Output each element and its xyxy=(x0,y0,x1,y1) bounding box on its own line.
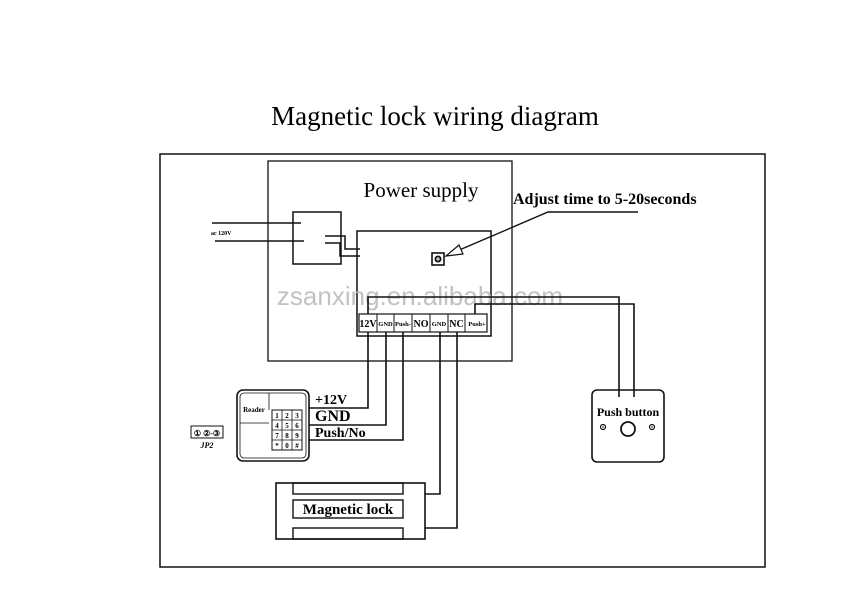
magnetic-lock-label-box xyxy=(292,499,404,519)
magnetic-lock-top-plate xyxy=(292,482,404,495)
magnetic-lock-label: Magnetic lock xyxy=(303,502,394,518)
wire-push-plus xyxy=(474,303,635,397)
power-supply: Power supply ac 120V 12V GND Push- xyxy=(211,160,513,362)
push-button-device: Push button xyxy=(591,389,665,463)
arrow-head-icon xyxy=(444,244,464,257)
push-button-label: Push button xyxy=(597,405,660,419)
wire-gnd-reader xyxy=(305,332,387,426)
terminal-no: NO xyxy=(414,319,429,330)
magnetic-lock-device: Magnetic lock xyxy=(275,482,426,540)
transformer-box xyxy=(292,211,342,265)
terminal-push-minus: Push- xyxy=(395,321,411,328)
key-5: 5 xyxy=(285,422,289,430)
terminal-block: 12V GND Push- NO GND NC Push+ xyxy=(358,313,488,333)
key-8: 8 xyxy=(285,432,289,440)
terminal-gnd: GND xyxy=(378,321,393,328)
adjust-arrow-line xyxy=(449,211,638,255)
outer-frame xyxy=(159,153,766,568)
card-reader: Reader 1 2 3 4 5 6 7 8 9 * 0 # xyxy=(236,389,310,462)
key-6: 6 xyxy=(295,422,299,430)
push-button-circle-icon xyxy=(620,421,636,437)
reader-label: Reader xyxy=(243,406,265,414)
key-4: 4 xyxy=(275,422,279,430)
wire-label-push-no: Push/No xyxy=(315,426,366,441)
power-supply-label: Power supply xyxy=(364,178,479,202)
ac-input-label: ac 120V xyxy=(211,231,232,237)
diagram-title: Magnetic lock wiring diagram xyxy=(271,101,599,131)
wire-gnd-lock xyxy=(425,332,441,495)
wire-12v-reader xyxy=(305,332,369,409)
jumper-label: JP2 xyxy=(200,441,214,450)
transformer-link-1 xyxy=(325,235,360,250)
key-hash: # xyxy=(295,442,299,450)
wire-label-12v: +12V xyxy=(315,393,347,408)
magnetic-lock-body xyxy=(275,482,426,540)
magnetic-lock-bottom-plate xyxy=(292,527,404,540)
key-star: * xyxy=(275,442,279,450)
terminal-nc: NC xyxy=(449,319,463,330)
key-2: 2 xyxy=(285,412,289,420)
jumper-pins: ① ②-③ xyxy=(194,429,220,438)
terminal-gnd-2: GND xyxy=(432,321,447,328)
reader-keypad: 1 2 3 4 5 6 7 8 9 * 0 # xyxy=(271,409,303,451)
terminal-strip xyxy=(358,313,488,333)
adjust-time-note: Adjust time to 5-20seconds xyxy=(513,191,697,208)
power-supply-enclosure xyxy=(267,160,513,362)
watermark: zsanxing.en.alibaba.com xyxy=(277,281,563,311)
jumper-jp2: ① ②-③ JP2 xyxy=(190,425,224,450)
key-1: 1 xyxy=(275,412,279,420)
key-9: 9 xyxy=(295,432,299,440)
key-0: 0 xyxy=(285,442,289,450)
terminal-12v: 12V xyxy=(359,319,377,330)
wire-label-gnd: GND xyxy=(315,408,351,425)
terminal-push-plus: Push+ xyxy=(468,321,486,328)
key-3: 3 xyxy=(295,412,299,420)
transformer-link-2 xyxy=(325,242,360,257)
key-7: 7 xyxy=(275,432,279,440)
wire-nc-lock xyxy=(425,332,458,529)
wire-push-minus-loop xyxy=(367,296,620,397)
jumper-block xyxy=(190,425,224,439)
control-board xyxy=(356,230,492,337)
wire-push-no-reader xyxy=(305,332,404,441)
